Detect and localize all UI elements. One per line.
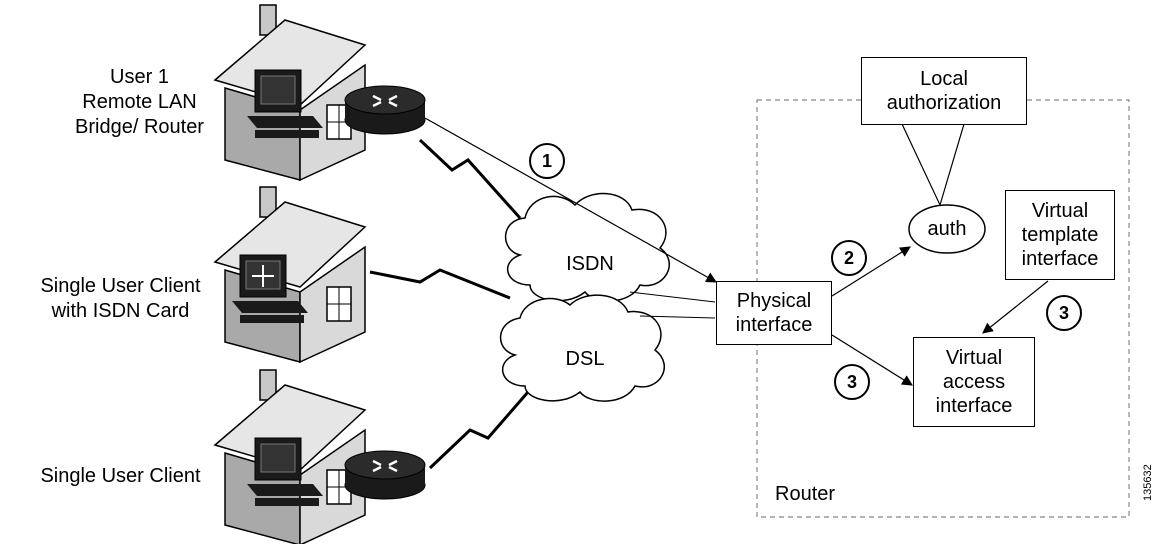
arrow-step1: [424, 117, 717, 283]
client-isdn-label: Single User Client with ISDN Card: [8, 274, 233, 324]
client-user1-label-line3: Bridge/ Router: [75, 116, 204, 138]
client-isdn-label-line1: Single User Client: [40, 275, 201, 297]
local-authorization-line1: Local: [920, 68, 968, 90]
virtual-access-line3: interface: [935, 395, 1013, 417]
physical-interface-line2: interface: [735, 314, 813, 336]
auth-label: auth: [927, 218, 967, 240]
virtual-template-box: Virtual template interface: [1005, 190, 1115, 280]
cloud-isdn-label: ISDN: [566, 253, 614, 275]
step-1-badge: 1: [529, 143, 565, 179]
link-isdn-client-isdn: [369, 268, 511, 300]
virtual-template-line3: interface: [1021, 248, 1099, 270]
step-3-badge-template: 3: [1046, 295, 1082, 331]
client-isdn-label-line2: with ISDN Card: [51, 300, 190, 322]
cloud-isdn: [504, 192, 670, 302]
physical-interface-line1: Physical: [736, 290, 812, 312]
router-user1-icon: [343, 84, 427, 136]
client-single-label-line1: Single User Client: [40, 465, 201, 487]
link-dsl-physical: [639, 315, 716, 319]
physical-interface-box: Physical interface: [716, 281, 832, 345]
local-authorization-line2: authorization: [886, 92, 1002, 114]
link-isdn-physical: [629, 291, 716, 303]
link-single-client-dsl: [428, 391, 530, 470]
client-single-label: Single User Client: [8, 464, 233, 489]
client-user1-label-line1: User 1: [110, 66, 169, 88]
step-3-badge-access: 3: [834, 364, 870, 400]
virtual-template-line1: Virtual: [1031, 200, 1089, 222]
cloud-dsl: [499, 294, 665, 402]
router-label: Router: [775, 483, 836, 505]
virtual-access-line1: Virtual: [945, 347, 1003, 369]
client-user1-label-line2: Remote LAN: [82, 91, 197, 113]
router-single-client-icon: [343, 449, 427, 501]
virtual-template-line2: template: [1021, 224, 1099, 246]
virtual-access-line2: access: [942, 371, 1006, 393]
cloud-dsl-label: DSL: [565, 348, 605, 370]
computer-isdn-client-icon: [231, 254, 309, 324]
auth-ellipse: [908, 204, 986, 254]
virtual-access-box: Virtual access interface: [913, 337, 1035, 427]
figure-id: 135632: [1142, 464, 1154, 501]
arrow-step2: [831, 246, 911, 297]
link-user1-isdn: [418, 138, 522, 220]
arrow-step3-access: [831, 334, 913, 386]
house-isdn-client-icon: [214, 186, 366, 363]
local-authorization-callout: [901, 123, 965, 207]
step-2-badge: 2: [831, 240, 867, 276]
local-authorization-box: Local authorization: [861, 57, 1027, 125]
client-user1-label: User 1 Remote LAN Bridge/ Router: [72, 65, 207, 140]
arrow-step3-template: [982, 280, 1049, 334]
